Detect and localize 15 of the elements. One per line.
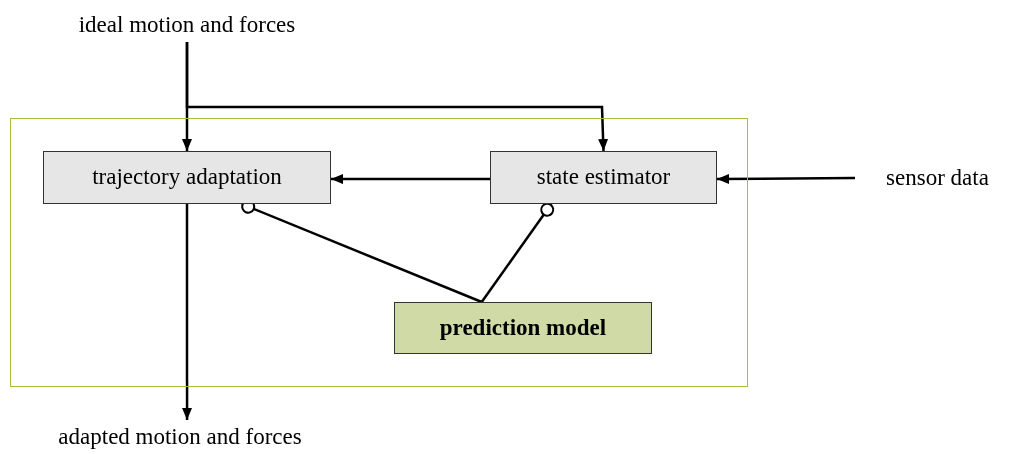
arrow [182, 204, 193, 420]
node-text: prediction model [439, 313, 607, 342]
node-text: state estimator [536, 163, 671, 192]
arrow [331, 174, 490, 185]
process-box [490, 151, 717, 204]
node-text: ideal motion and forces [78, 10, 296, 39]
node-text: adapted motion and forces [58, 422, 302, 451]
connector-line [480, 202, 555, 303]
node-text: sensor data [886, 163, 989, 192]
process-box [43, 151, 331, 204]
arrow [185, 42, 609, 152]
arrow [717, 174, 855, 184]
box [10, 118, 748, 387]
node-text: trajectory adaptation [92, 163, 282, 192]
model-box [394, 302, 652, 354]
